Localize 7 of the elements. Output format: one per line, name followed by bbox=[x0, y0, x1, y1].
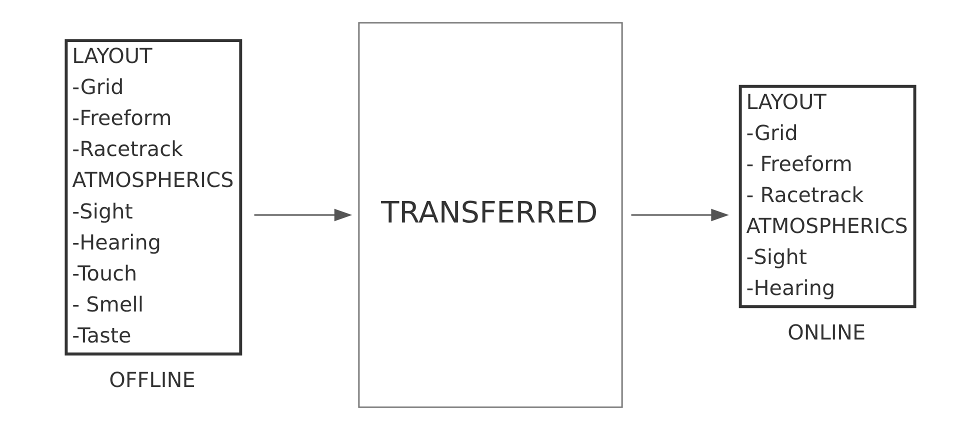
node-box: TRANSFERRED bbox=[358, 22, 622, 408]
node-box: LAYOUT -Grid -Freeform -Racetrack ATMOSPHERICS -Sight -Hearing -Touch - Smell -Taste bbox=[64, 39, 242, 356]
arrow bbox=[254, 208, 352, 222]
arrow bbox=[630, 208, 728, 222]
node-label: ONLINE bbox=[787, 320, 866, 344]
node-box: LAYOUT -Grid - Freeform - Racetrack ATMOSPHERICS -Sight -Hearing bbox=[738, 84, 916, 308]
node-label: OFFLINE bbox=[108, 368, 195, 392]
